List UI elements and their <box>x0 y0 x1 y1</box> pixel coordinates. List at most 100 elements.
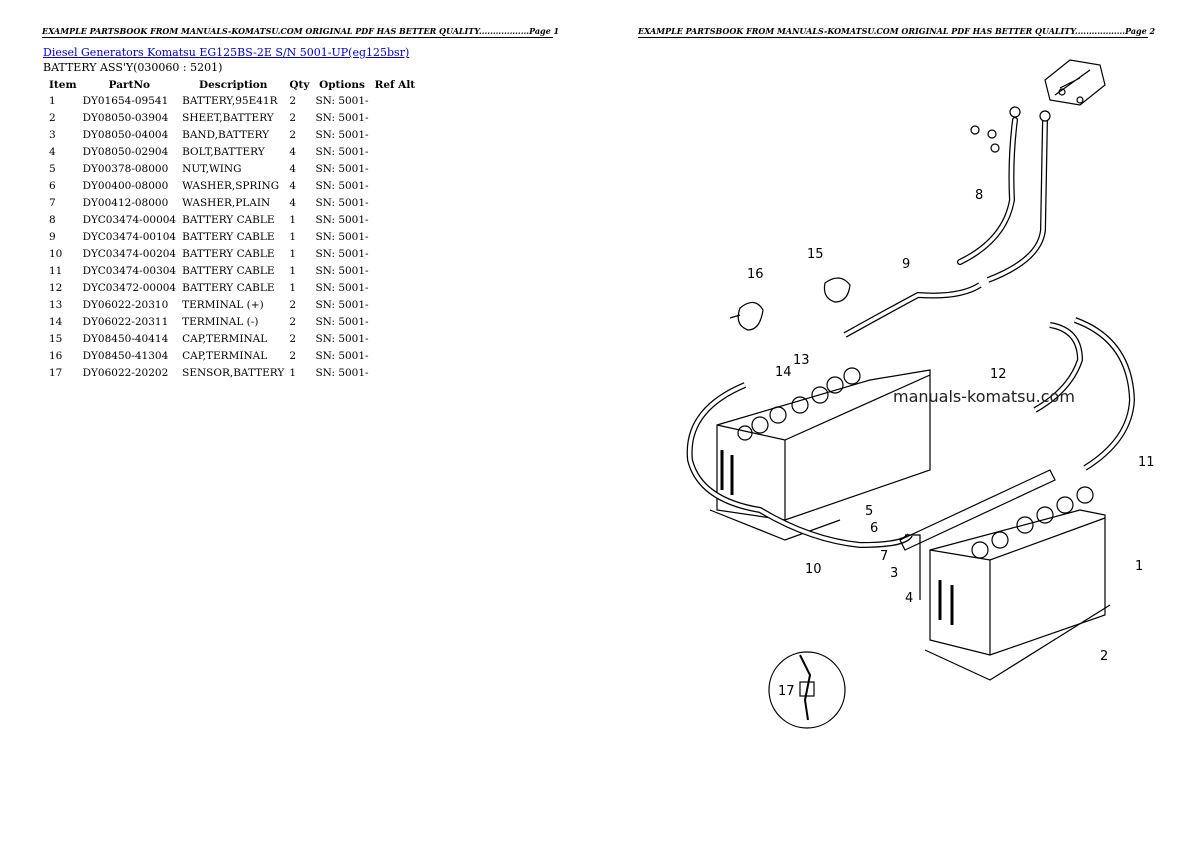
cell-description: BATTERY CABLE <box>182 213 275 226</box>
cell-description: BOLT,BATTERY <box>182 145 265 158</box>
cell-qty: 4 <box>289 145 297 158</box>
cell-ref-alt <box>372 177 419 194</box>
cell-item: 17 <box>49 366 63 379</box>
cell-item: 12 <box>49 281 63 294</box>
cell-item: 9 <box>49 230 56 243</box>
cell-item: 4 <box>49 145 56 158</box>
cell-description: CAP,TERMINAL <box>182 332 268 345</box>
cell-options: SN: 5001- <box>315 281 369 294</box>
cell-partno: DY08050-02904 <box>82 145 169 158</box>
cell-ref-alt <box>372 194 419 211</box>
cell-options: SN: 5001- <box>315 128 369 141</box>
cell-qty: 1 <box>289 247 297 260</box>
cell-partno: DY06022-20310 <box>82 298 169 311</box>
callout-1: 1 <box>1135 559 1143 574</box>
cell-options: SN: 5001- <box>315 94 369 107</box>
cell-partno: DY00378-08000 <box>82 162 169 175</box>
callout-16: 16 <box>747 267 764 282</box>
cell-options: SN: 5001- <box>315 145 369 158</box>
cell-qty: 4 <box>289 162 297 175</box>
cell-options: SN: 5001- <box>315 230 369 243</box>
cell-item: 14 <box>49 315 63 328</box>
callout-4: 4 <box>905 591 913 606</box>
cell-ref-alt <box>372 347 419 364</box>
cell-qty: 2 <box>289 315 297 328</box>
cell-description: BAND,BATTERY <box>182 128 270 141</box>
cell-options: SN: 5001- <box>315 196 369 209</box>
cell-ref-alt <box>372 92 419 109</box>
callout-labels: 1 2 3 4 5 6 7 8 9 10 11 12 13 14 15 16 1… <box>747 188 1155 699</box>
cell-options: SN: 5001- <box>315 111 369 124</box>
cell-item: 7 <box>49 196 56 209</box>
cell-qty: 2 <box>289 128 297 141</box>
table-row: 13 DY06022-20310 TERMINAL (+) 2 SN: 5001- <box>43 296 418 313</box>
cell-partno: DYC03474-00104 <box>82 230 177 243</box>
cell-options: SN: 5001- <box>315 213 369 226</box>
cell-ref-alt <box>372 126 419 143</box>
cell-options: SN: 5001- <box>315 247 369 260</box>
cell-ref-alt <box>372 262 419 279</box>
cell-ref-alt <box>372 245 419 262</box>
col-options: Options <box>319 78 365 91</box>
cell-ref-alt <box>372 279 419 296</box>
cell-description: TERMINAL (+) <box>182 298 264 311</box>
page-1-header: EXAMPLE PARTSBOOK FROM MANUALS-KOMATSU.C… <box>42 26 560 38</box>
cell-partno: DY08050-03904 <box>82 111 169 124</box>
cell-qty: 2 <box>289 111 297 124</box>
cell-item: 3 <box>49 128 56 141</box>
cell-qty: 2 <box>289 332 297 345</box>
callout-13: 13 <box>793 353 810 368</box>
callout-14: 14 <box>775 365 792 380</box>
cell-options: SN: 5001- <box>315 298 369 311</box>
cell-qty: 1 <box>289 213 297 226</box>
col-ref-alt: Ref Alt <box>374 78 416 91</box>
cell-item: 13 <box>49 298 63 311</box>
callout-12: 12 <box>990 367 1007 382</box>
callout-11: 11 <box>1138 455 1155 470</box>
cell-qty: 2 <box>289 94 297 107</box>
cell-qty: 1 <box>289 264 297 277</box>
cell-ref-alt <box>372 228 419 245</box>
col-qty: Qty <box>289 78 310 91</box>
cell-item: 16 <box>49 349 63 362</box>
cell-description: TERMINAL (-) <box>182 315 259 328</box>
cell-qty: 2 <box>289 298 297 311</box>
cell-qty: 1 <box>289 366 297 379</box>
cell-qty: 1 <box>289 230 297 243</box>
cell-ref-alt <box>372 211 419 228</box>
cell-qty: 2 <box>289 349 297 362</box>
callout-6: 6 <box>870 521 878 536</box>
cell-options: SN: 5001- <box>315 179 369 192</box>
cell-partno: DY00412-08000 <box>82 196 169 209</box>
cell-description: BATTERY,95E41R <box>182 94 278 107</box>
col-description: Description <box>199 78 268 91</box>
cell-item: 15 <box>49 332 63 345</box>
cell-item: 2 <box>49 111 56 124</box>
cell-item: 11 <box>49 264 63 277</box>
cell-ref-alt <box>372 313 419 330</box>
cell-partno: DY08050-04004 <box>82 128 169 141</box>
cell-ref-alt <box>372 330 419 347</box>
cell-ref-alt <box>372 364 419 381</box>
cell-ref-alt <box>372 143 419 160</box>
cell-qty: 4 <box>289 179 297 192</box>
left-battery <box>709 367 931 541</box>
model-title-link[interactable]: Diesel Generators Komatsu EG125BS-2E S/N… <box>43 46 410 59</box>
callout-17: 17 <box>778 684 795 699</box>
cell-partno: DY06022-20311 <box>82 315 169 328</box>
cell-partno: DY08450-41304 <box>82 349 169 362</box>
battery-assembly-diagram: 1 2 3 4 5 6 7 8 9 10 11 12 13 14 15 16 1… <box>686 59 1155 729</box>
cell-partno: DY06022-20202 <box>82 366 169 379</box>
cell-partno: DY00400-08000 <box>82 179 169 192</box>
cell-description: WASHER,PLAIN <box>182 196 271 209</box>
cell-description: SENSOR,BATTERY <box>182 366 285 379</box>
callout-7: 7 <box>880 549 888 564</box>
cell-qty: 1 <box>289 281 297 294</box>
callout-5: 5 <box>865 504 873 519</box>
